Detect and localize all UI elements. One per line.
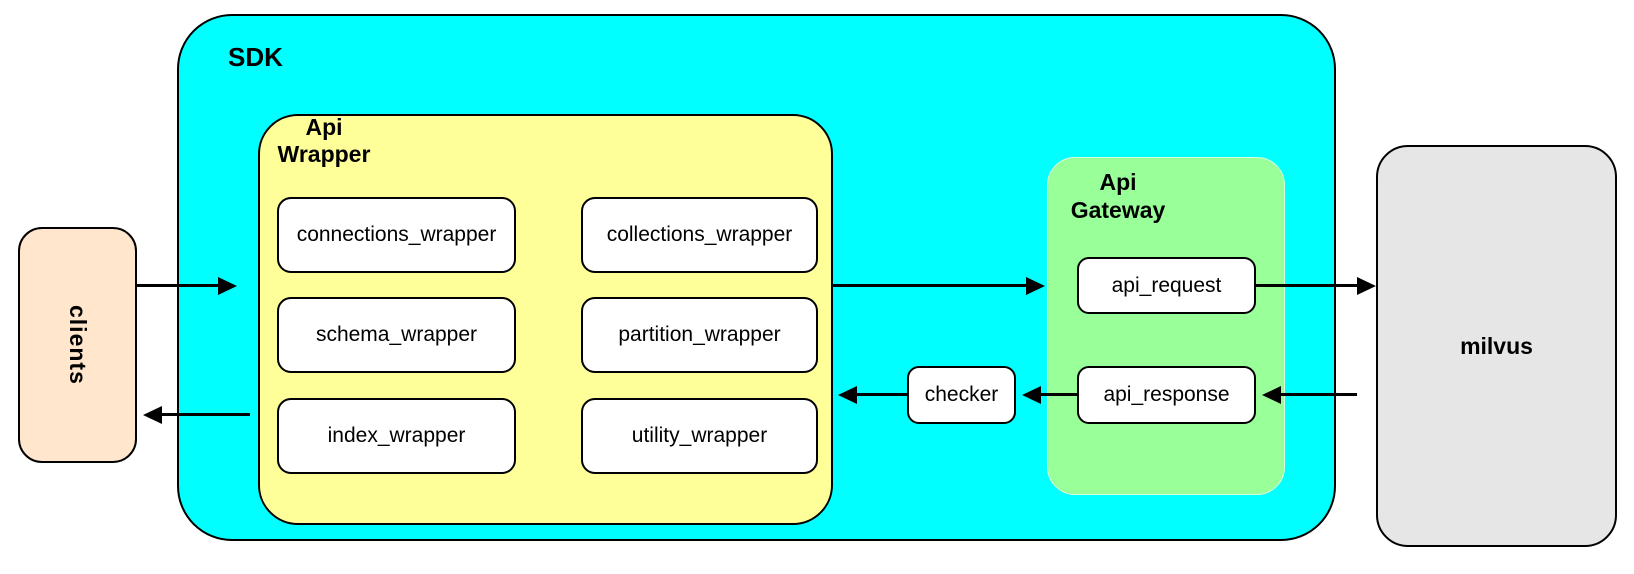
arrow-clients-to-sdk <box>137 276 237 295</box>
arrow-wrapper-to-clients <box>143 405 250 424</box>
arrow-checker-to-wrapper <box>838 385 907 404</box>
schema-wrapper-node: schema_wrapper <box>277 297 516 373</box>
clients-node: clients <box>18 227 137 463</box>
milvus-label: milvus <box>1460 332 1533 359</box>
collections-wrapper-label: collections_wrapper <box>606 223 793 246</box>
checker-label: checker <box>924 383 999 406</box>
api-request-label: api_request <box>1111 273 1222 297</box>
partition-wrapper-label: partition_wrapper <box>618 323 781 346</box>
index-wrapper-label: index_wrapper <box>327 424 466 447</box>
arrow-wrapper-to-api-request <box>833 276 1045 295</box>
collections-wrapper-node: collections_wrapper <box>581 197 818 273</box>
api-gateway-container <box>1047 157 1285 495</box>
checker-node: checker <box>907 366 1016 424</box>
arrow-api-request-to-milvus <box>1256 276 1376 295</box>
api-gateway-label: Api Gateway <box>1070 169 1166 223</box>
schema-wrapper-label: schema_wrapper <box>315 323 478 346</box>
utility-wrapper-node: utility_wrapper <box>581 398 818 474</box>
connections-wrapper-node: connections_wrapper <box>277 197 516 273</box>
api-request-node: api_request <box>1077 257 1256 314</box>
partition-wrapper-node: partition_wrapper <box>581 297 818 373</box>
arrow-api-response-to-checker <box>1022 385 1077 404</box>
api-wrapper-label: Api Wrapper <box>277 114 371 167</box>
index-wrapper-node: index_wrapper <box>277 398 516 474</box>
api-response-node: api_response <box>1077 366 1256 424</box>
arrow-milvus-to-api-response <box>1262 385 1357 404</box>
clients-label: clients <box>65 305 91 385</box>
sdk-label: SDK <box>228 42 283 72</box>
connections-wrapper-label: connections_wrapper <box>296 223 497 246</box>
milvus-node: milvus <box>1376 145 1617 547</box>
api-response-label: api_response <box>1103 383 1230 406</box>
utility-wrapper-label: utility_wrapper <box>631 424 768 447</box>
